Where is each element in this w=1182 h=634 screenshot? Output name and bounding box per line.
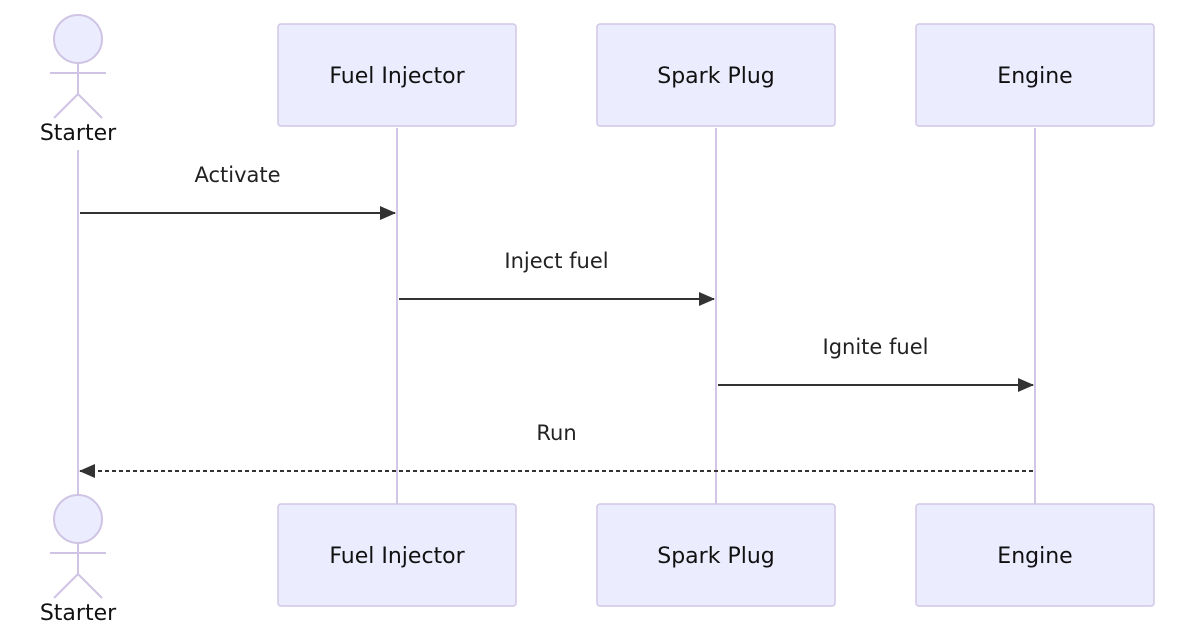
message-label-4: Run [536, 421, 576, 445]
message-3: Ignite fuel [718, 335, 1034, 392]
participant-label-spark-plug-top: Spark Plug [657, 64, 774, 89]
actor-starter-top: Starter [40, 14, 117, 146]
participant-label-engine-bottom: Engine [997, 544, 1072, 569]
message-label-1: Activate [194, 163, 280, 187]
participant-box [915, 23, 1155, 127]
participants-bottom: Starter Fuel Injector Spark Plug Engine [40, 494, 1155, 626]
participant-box [915, 503, 1155, 607]
participant-box [596, 503, 836, 607]
actor-starter-bottom: Starter [40, 494, 117, 626]
participant-engine-bottom: Engine [915, 503, 1155, 607]
actor-head-icon [53, 14, 103, 64]
participants-top: Starter Fuel Injector Spark Plug Engine [40, 14, 1155, 146]
actor-label-starter-bottom: Starter [40, 601, 117, 626]
participant-box [277, 23, 517, 127]
message-2: Inject fuel [399, 249, 715, 306]
participant-fuel-injector-top: Fuel Injector [277, 23, 517, 127]
actor-leg-left [53, 93, 79, 119]
participant-box [596, 23, 836, 127]
actor-head-icon [53, 494, 103, 544]
participant-fuel-injector-bottom: Fuel Injector [277, 503, 517, 607]
lifelines [77, 128, 1036, 504]
participant-label-spark-plug-bottom: Spark Plug [657, 544, 774, 569]
participant-spark-plug-top: Spark Plug [596, 23, 836, 127]
message-label-2: Inject fuel [504, 249, 608, 273]
message-label-3: Ignite fuel [823, 335, 929, 359]
participant-label-engine-top: Engine [997, 64, 1072, 89]
actor-leg-right [77, 93, 103, 119]
actor-leg-left [53, 573, 79, 599]
message-1: Activate [80, 163, 396, 220]
participant-engine-top: Engine [915, 23, 1155, 127]
participant-label-fuel-injector-top: Fuel Injector [329, 64, 465, 89]
participant-box [277, 503, 517, 607]
participant-label-fuel-injector-bottom: Fuel Injector [329, 544, 465, 569]
actor-label-starter-top: Starter [40, 121, 117, 146]
actor-leg-right [77, 573, 103, 599]
participant-spark-plug-bottom: Spark Plug [596, 503, 836, 607]
message-4: Run [79, 421, 1033, 478]
